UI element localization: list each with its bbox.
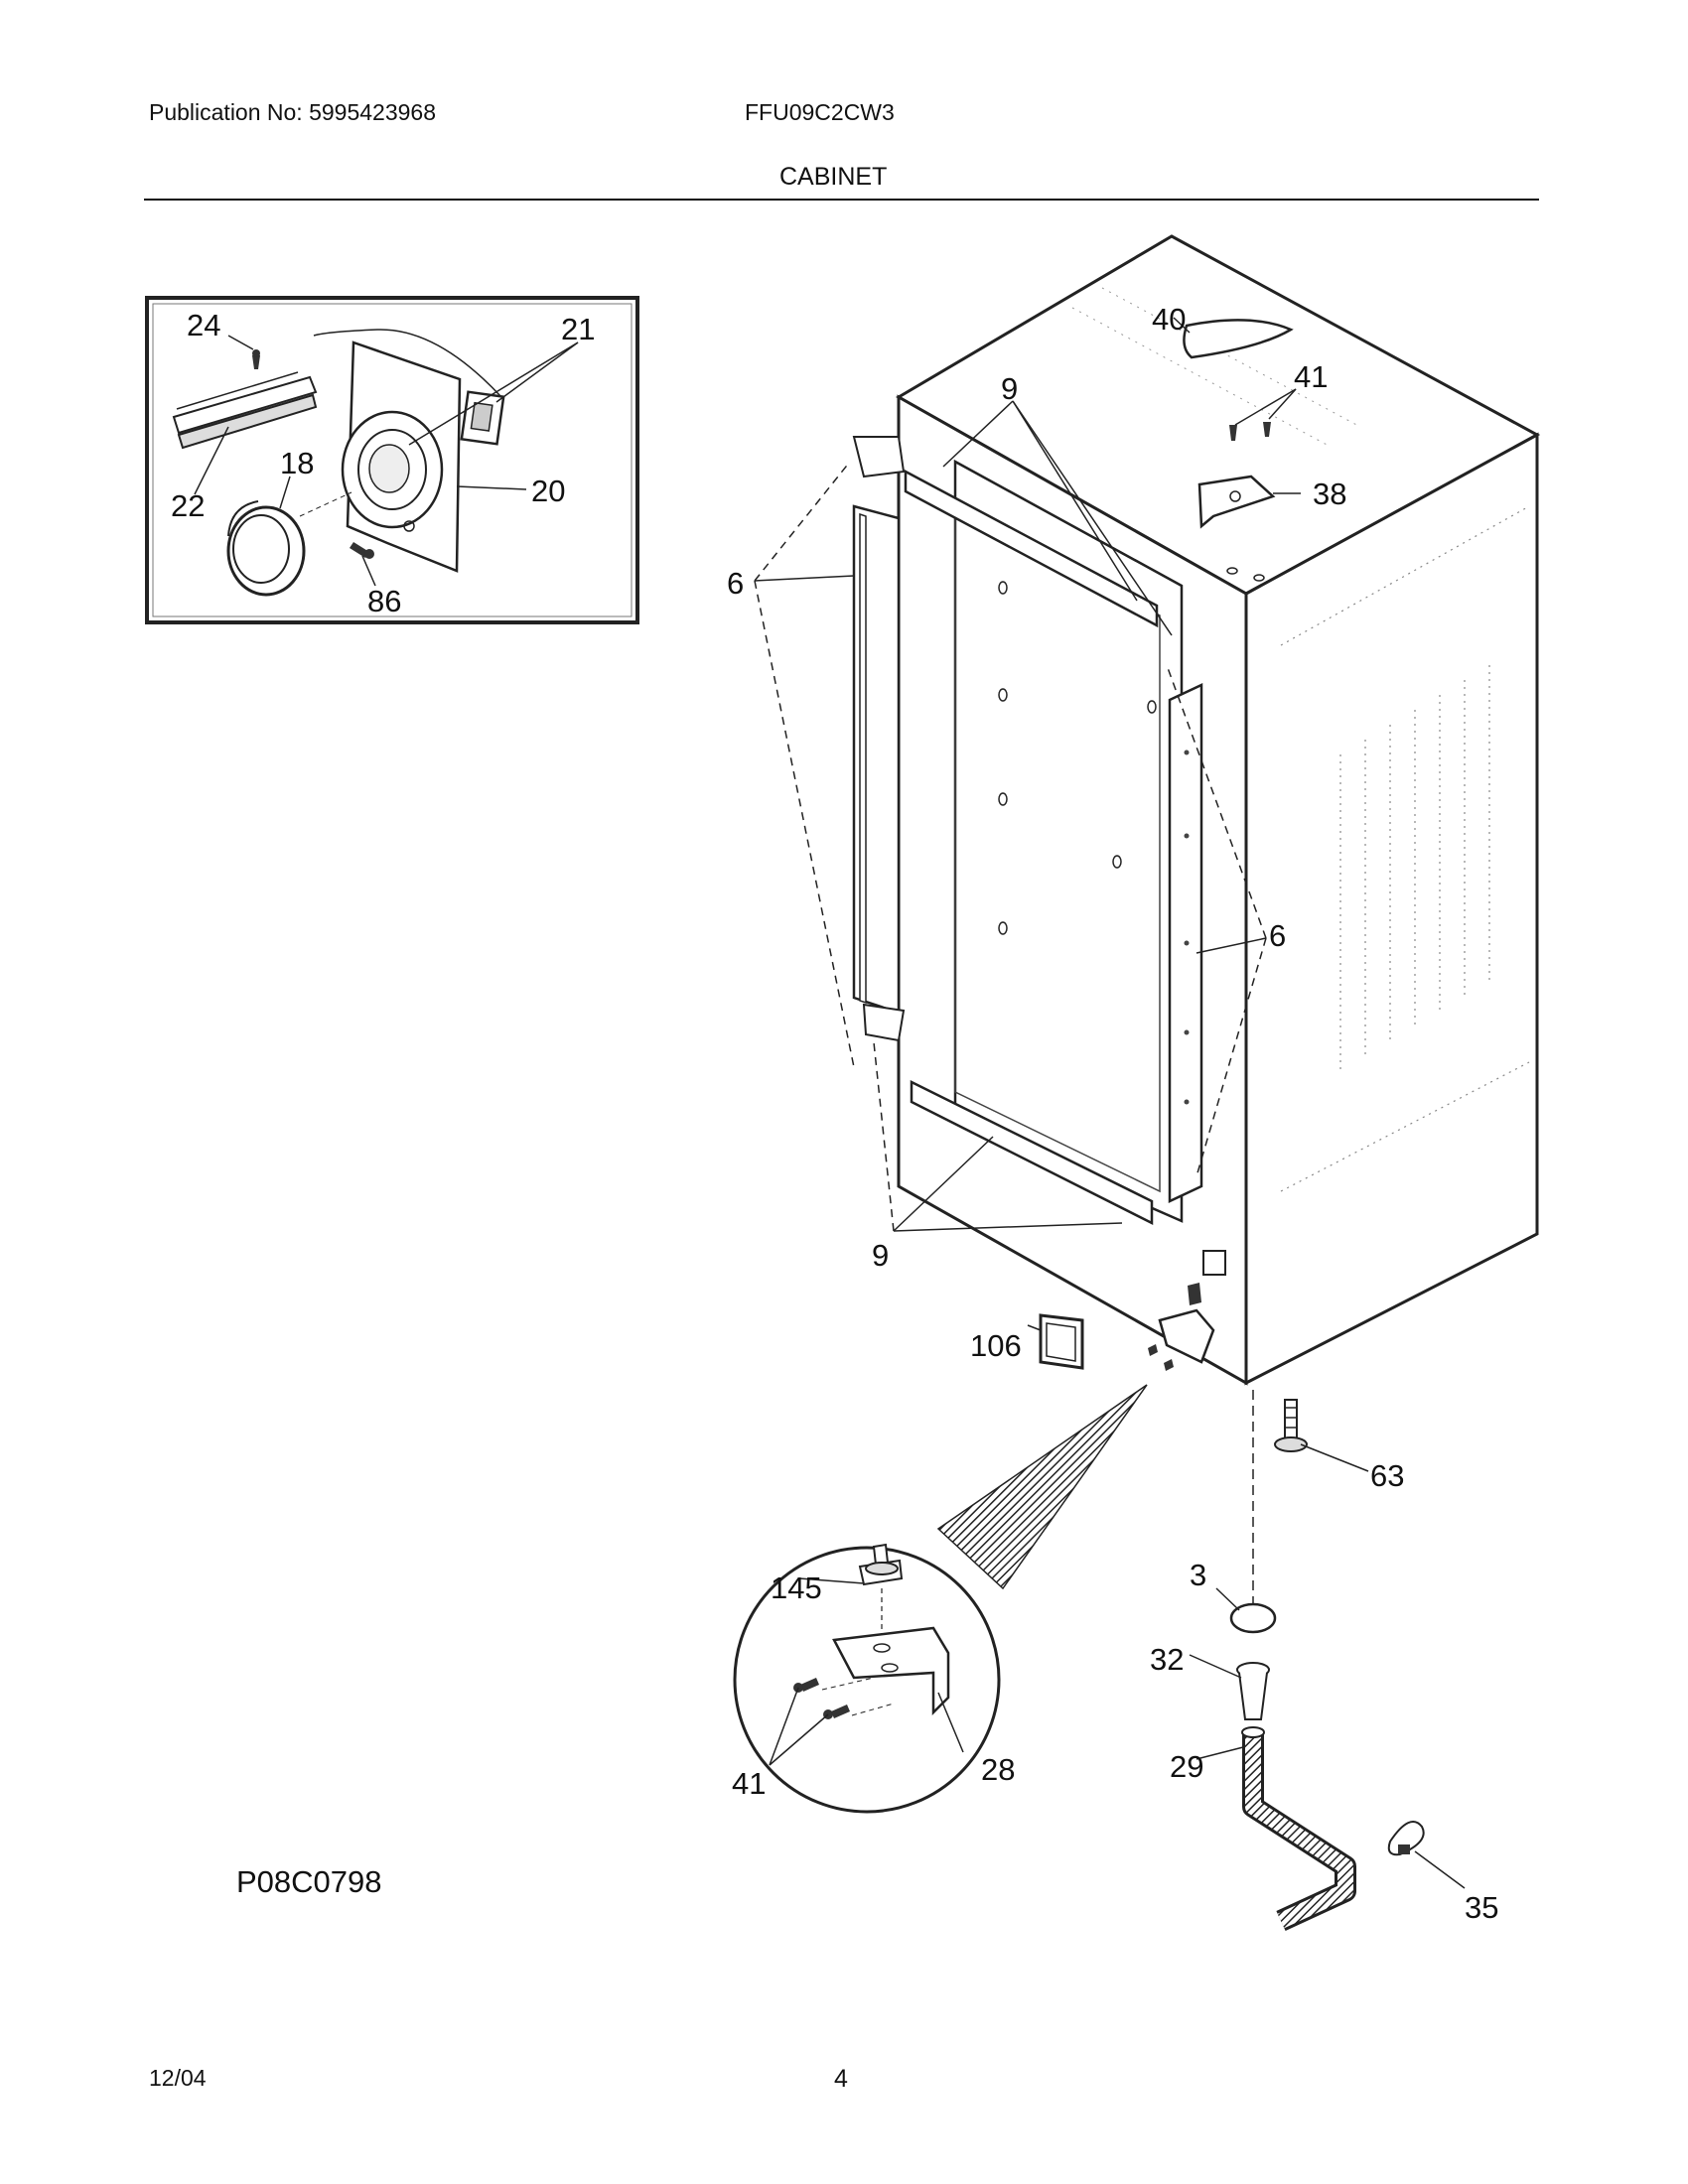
callout-63: 63 — [1370, 1458, 1404, 1493]
callout-24: 24 — [187, 308, 220, 342]
light-switch-icon — [313, 329, 505, 446]
callout-28: 28 — [981, 1752, 1015, 1787]
footer-page-number: 4 — [834, 2065, 848, 2093]
drain-plug-icon — [1229, 1602, 1277, 1634]
callout-145: 145 — [771, 1570, 822, 1605]
callout-22: 22 — [171, 488, 205, 523]
callout-6-left: 6 — [727, 566, 744, 601]
leveling-leg-icon — [1274, 1399, 1308, 1452]
screw-icon — [252, 349, 260, 369]
callout-3: 3 — [1190, 1558, 1206, 1592]
header-rule — [144, 199, 1539, 201]
breaker-strip-right-icon — [1168, 683, 1203, 1203]
drawing-code: P08C0798 — [236, 1864, 382, 1899]
callout-9-top: 9 — [1001, 371, 1018, 406]
detail-zoom-cone-icon — [936, 1384, 1148, 1590]
callout-6-right: 6 — [1269, 918, 1286, 953]
liner-holes-icon — [998, 581, 1157, 935]
light-housing-icon — [341, 341, 462, 573]
callout-32: 32 — [1150, 1642, 1184, 1677]
callout-86: 86 — [367, 584, 401, 618]
screw-86-icon — [350, 542, 374, 559]
callout-29: 29 — [1170, 1749, 1203, 1784]
heater-strip-icon — [172, 371, 318, 450]
freezer-cabinet-icon — [896, 234, 1541, 1386]
footer-date: 12/04 — [149, 2065, 207, 2091]
cover-plate-icon — [1039, 1313, 1084, 1370]
callout-35: 35 — [1465, 1890, 1498, 1925]
callout-106: 106 — [970, 1328, 1022, 1363]
drain-hose-icon — [1241, 1726, 1356, 1931]
callout-40: 40 — [1152, 302, 1186, 337]
bottom-hinge-icon — [1148, 1250, 1226, 1371]
callout-21: 21 — [561, 312, 595, 346]
model-number: FFU09C2CW3 — [745, 99, 895, 125]
callout-41-detail: 41 — [732, 1766, 766, 1801]
hose-clip-icon — [1387, 1821, 1425, 1856]
callout-9-bottom: 9 — [872, 1238, 889, 1273]
callout-38: 38 — [1313, 477, 1346, 511]
breaker-strip-left-icon — [852, 504, 901, 1015]
callout-41-top: 41 — [1294, 359, 1328, 394]
hinge-detail-circle — [733, 1543, 1001, 1814]
light-lens-icon — [226, 500, 306, 597]
light-assembly-inset — [145, 296, 639, 624]
callout-20: 20 — [531, 474, 565, 508]
top-hinge-icon — [1183, 319, 1294, 582]
hinge-bracket-icon — [832, 1626, 950, 1716]
section-title: CABINET — [779, 163, 888, 191]
publication-number: Publication No: 5995423968 — [149, 99, 437, 125]
hinge-pin-icon — [858, 1543, 904, 1638]
breaker-strip-bottom-icon — [862, 1003, 1154, 1226]
callout-18: 18 — [280, 446, 314, 480]
drain-tube-icon — [1236, 1662, 1270, 1720]
breaker-strip-top-icon — [852, 436, 1159, 628]
